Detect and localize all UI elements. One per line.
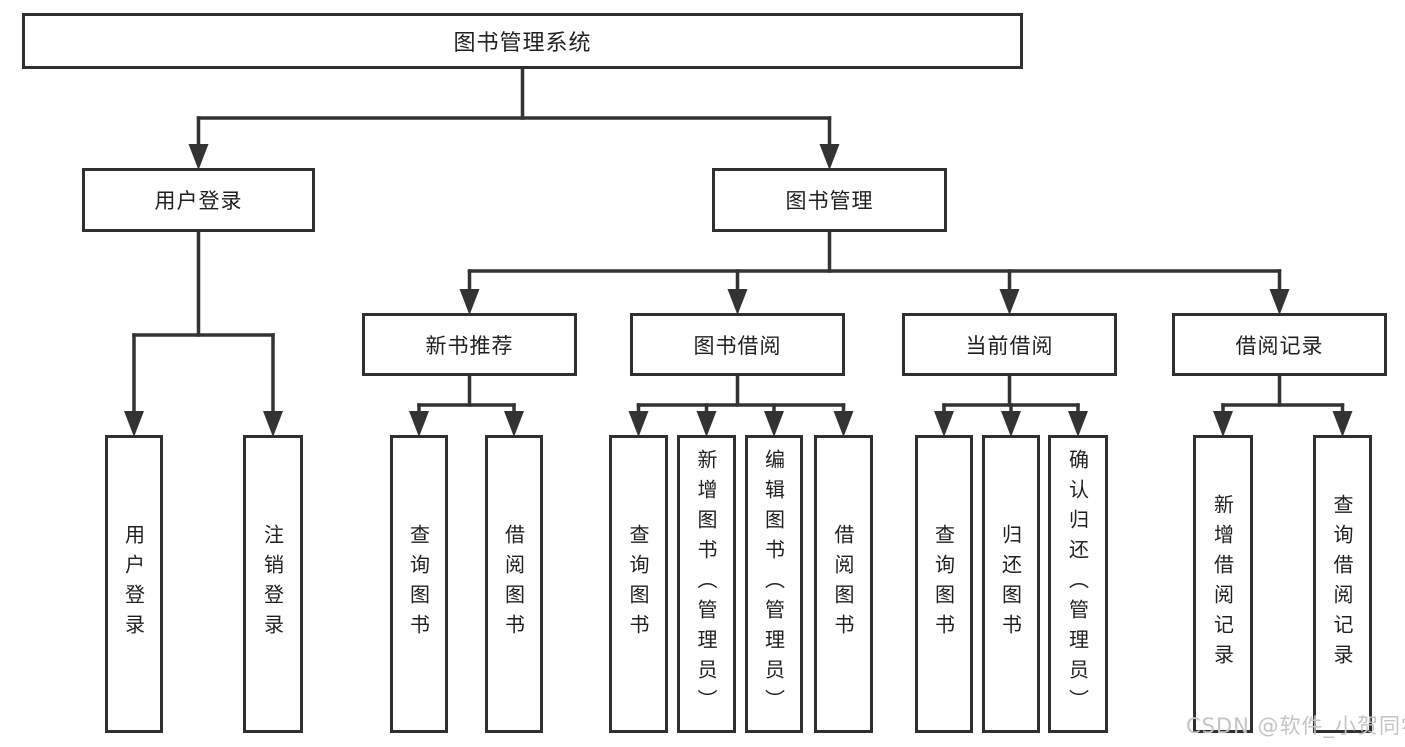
arrowhead-down-icon	[1332, 411, 1353, 437]
node-label: 图书管理	[785, 189, 874, 213]
node-label: 查询图书	[406, 524, 431, 644]
arrowhead-down-icon	[999, 289, 1020, 315]
node-book-borrowing: 图书借阅	[630, 313, 845, 376]
node-leaf-add-borrow-record: 新增借阅记录	[1193, 435, 1253, 733]
node-label: 借阅记录	[1235, 333, 1324, 358]
node-leaf-borrow-books-borrowing: 借阅图书	[814, 435, 873, 733]
node-label: 用户登录	[154, 189, 243, 213]
node-label: 查询借阅记录	[1330, 494, 1354, 674]
node-label: 新书推荐	[425, 333, 514, 358]
arrowhead-down-icon	[934, 411, 954, 437]
node-leaf-return-books: 归还图书	[982, 435, 1040, 733]
node-library-management-system: 图书管理系统	[22, 13, 1023, 69]
arrowhead-down-icon	[1269, 289, 1290, 315]
node-leaf-logout: 注销登录	[243, 435, 303, 733]
node-label: 归还图书	[998, 524, 1023, 644]
node-label: 图书管理系统	[453, 31, 592, 56]
node-user-login: 用户登录	[82, 168, 315, 232]
node-label: 查询图书	[931, 524, 956, 644]
arrowhead-down-icon	[1213, 411, 1233, 437]
node-label: 注销登录	[260, 524, 285, 644]
arrowhead-down-icon	[459, 289, 480, 315]
node-label: 新增图书（管理员）	[694, 449, 718, 719]
node-new-book-recommendation: 新书推荐	[362, 313, 577, 376]
node-current-borrowing: 当前借阅	[902, 313, 1117, 376]
node-label: 图书借阅	[693, 333, 782, 358]
node-label: 用户登录	[121, 524, 146, 644]
node-leaf-user-login: 用户登录	[105, 435, 163, 733]
node-label: 编辑图书（管理员）	[761, 449, 786, 719]
arrowhead-down-icon	[188, 144, 209, 170]
node-label: 借阅图书	[501, 524, 526, 644]
node-leaf-query-books-borrowing: 查询图书	[609, 435, 668, 733]
arrowhead-down-icon	[504, 411, 524, 437]
node-label: 查询图书	[626, 524, 650, 644]
node-label: 确认归还（管理员）	[1065, 449, 1090, 719]
node-leaf-query-books-current: 查询图书	[915, 435, 973, 733]
node-borrowing-records: 借阅记录	[1172, 313, 1387, 376]
arrowhead-down-icon	[764, 411, 784, 437]
arrowhead-down-icon	[819, 144, 840, 170]
arrowhead-down-icon	[263, 411, 283, 437]
arrowhead-down-icon	[1068, 411, 1088, 437]
node-book-management: 图书管理	[712, 168, 947, 232]
node-leaf-query-borrow-record: 查询借阅记录	[1313, 435, 1372, 733]
arrowhead-down-icon	[833, 411, 854, 437]
node-label: 当前借阅	[965, 333, 1054, 358]
node-label: 借阅图书	[831, 524, 855, 644]
node-leaf-query-books-recommend: 查询图书	[390, 435, 448, 733]
arrowhead-down-icon	[1001, 411, 1021, 437]
arrowhead-down-icon	[628, 411, 649, 437]
arrowhead-down-icon	[409, 411, 429, 437]
node-leaf-edit-book-admin: 编辑图书（管理员）	[745, 435, 803, 733]
node-leaf-add-book-admin: 新增图书（管理员）	[677, 435, 736, 733]
node-leaf-confirm-return-admin: 确认归还（管理员）	[1048, 435, 1108, 733]
arrowhead-down-icon	[696, 411, 717, 437]
arrowhead-down-icon	[124, 411, 144, 437]
node-label: 新增借阅记录	[1210, 494, 1235, 674]
watermark: CSDN @软件_小贺同学	[1186, 714, 1405, 738]
arrowhead-down-icon	[727, 289, 748, 315]
node-leaf-borrow-books-recommend: 借阅图书	[485, 435, 543, 733]
